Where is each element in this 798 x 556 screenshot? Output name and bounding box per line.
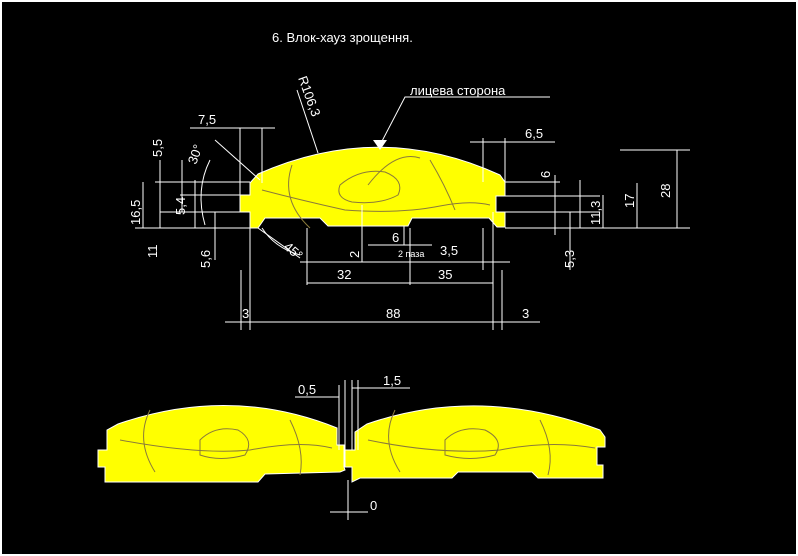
dim-0-5: 0,5 (298, 382, 316, 397)
dim-28: 28 (658, 184, 673, 198)
dim-88: 88 (386, 306, 400, 321)
upper-dimension-lines (135, 89, 690, 330)
dim-1-5: 1,5 (383, 373, 401, 388)
dim-0: 0 (370, 498, 377, 513)
dim-17: 17 (622, 194, 637, 208)
dim-5-6: 5,6 (198, 250, 213, 268)
dim-6-groove: 6 (392, 230, 399, 245)
face-side-label: лицева сторона (410, 83, 506, 98)
face-marker-icon (373, 140, 387, 150)
lower-dimension-lines (295, 380, 410, 520)
angle-45-label: 45° (281, 239, 306, 263)
dim-16-5: 16,5 (128, 200, 143, 225)
dim-35: 35 (438, 267, 452, 282)
dim-3-right: 3 (522, 306, 529, 321)
upper-board-profile (239, 146, 506, 229)
dim-5-4: 5,4 (173, 197, 188, 215)
dim-2: 2 (347, 251, 362, 258)
dim-7-5: 7,5 (198, 112, 216, 127)
dim-32: 32 (337, 267, 351, 282)
dim-6-5: 6,5 (525, 126, 543, 141)
dim-11-3: 11,3 (588, 201, 603, 225)
lower-board-left (97, 405, 346, 483)
dim-3-left: 3 (242, 306, 249, 321)
dim-6-right: 6 (538, 171, 553, 178)
dim-5-3: 5,3 (562, 250, 577, 268)
dim-11: 11 (145, 245, 160, 259)
drawing-title: 6. Влок-хауз зрощення. (272, 30, 413, 45)
angle-30-label: 30° (185, 142, 206, 166)
dim-3-5: 3,5 (440, 243, 458, 258)
lower-board-right (344, 405, 606, 483)
dim-5-5: 5,5 (150, 139, 165, 157)
groove-note: 2 паза (398, 249, 424, 259)
